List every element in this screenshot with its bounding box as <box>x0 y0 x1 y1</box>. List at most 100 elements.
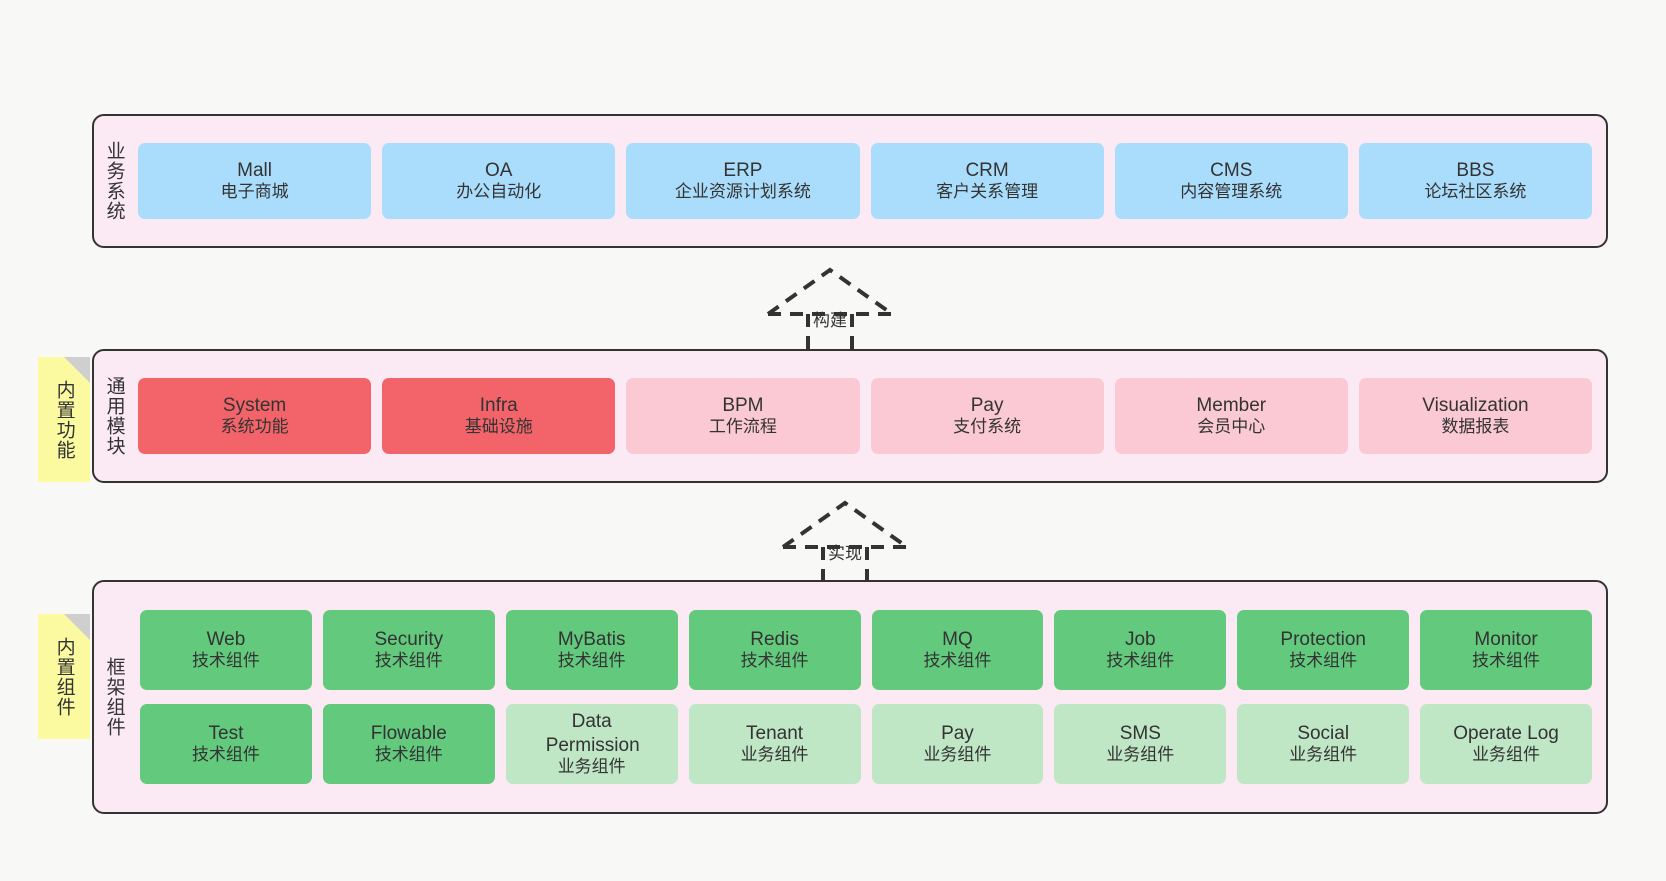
card-subtitle: 技术组件 <box>191 745 260 765</box>
card-subtitle: 论坛社区系统 <box>1424 182 1527 202</box>
card-job[interactable]: Job 技术组件 <box>1054 610 1227 690</box>
connector-implement: 实现 <box>775 497 915 589</box>
card-title: Flowable <box>370 723 447 745</box>
card-operate-log[interactable]: Operate Log 业务组件 <box>1420 704 1592 784</box>
card-web[interactable]: Web 技术组件 <box>140 610 312 690</box>
card-subtitle: 客户关系管理 <box>936 182 1039 202</box>
card-sms[interactable]: SMS 业务组件 <box>1054 704 1227 784</box>
card-visualization[interactable]: Visualization 数据报表 <box>1358 378 1593 454</box>
card-title: Member <box>1196 395 1267 417</box>
card-erp[interactable]: ERP 企业资源计划系统 <box>626 143 860 219</box>
card-subtitle: 业务组件 <box>923 745 992 765</box>
card-title: ERP <box>723 160 763 182</box>
card-subtitle: 业务组件 <box>557 756 626 776</box>
card-subtitle: 电子商城 <box>220 182 289 202</box>
layer-label-framework-components: 框架组件 <box>103 657 125 737</box>
card-subtitle: 支付系统 <box>953 417 1022 437</box>
card-tenant[interactable]: Tenant 业务组件 <box>688 704 861 784</box>
layer-business-systems: 业务系统 Mall 电子商城 OA 办公自动化 ERP 企业资源计划系统 CRM… <box>92 114 1608 248</box>
card-title: Pay <box>941 723 974 745</box>
card-title: MQ <box>942 629 973 651</box>
card-subtitle: 系统功能 <box>220 417 289 437</box>
card-title: Job <box>1124 629 1156 651</box>
card-title: SMS <box>1119 723 1161 745</box>
card-security[interactable]: Security 技术组件 <box>322 610 495 690</box>
card-title: BBS <box>1456 160 1495 182</box>
note-label: 内置功能 <box>53 379 75 460</box>
card-title: MyBatis <box>557 629 626 651</box>
card-subtitle: 数据报表 <box>1441 417 1510 437</box>
card-title: Operate Log <box>1453 723 1559 745</box>
connector-build-arrowhead <box>766 267 894 356</box>
connector-build-label: 构建 <box>813 311 847 330</box>
card-bbs[interactable]: BBS 论坛社区系统 <box>1358 143 1593 219</box>
card-pay-module[interactable]: Pay 支付系统 <box>870 378 1104 454</box>
card-title: CRM <box>965 160 1009 182</box>
card-subtitle: 技术组件 <box>923 651 992 671</box>
card-title: System <box>222 395 287 417</box>
card-system[interactable]: System 系统功能 <box>138 378 372 454</box>
card-title: Protection <box>1280 629 1366 651</box>
card-mall[interactable]: Mall 电子商城 <box>138 143 372 219</box>
card-data-permission[interactable]: Data Permission 业务组件 <box>505 704 678 784</box>
card-title: Mall <box>237 160 272 182</box>
layer-body-framework-components: Web 技术组件 Security 技术组件 MyBatis 技术组件 Redi… <box>134 582 1606 812</box>
card-title: BPM <box>722 395 764 417</box>
card-title: Security <box>374 629 444 651</box>
note-label: 内置组件 <box>53 636 75 717</box>
card-title: Web <box>206 629 246 651</box>
card-cms[interactable]: CMS 内容管理系统 <box>1114 143 1348 219</box>
card-subtitle: 业务组件 <box>1472 745 1541 765</box>
layer-label-business-systems: 业务系统 <box>103 141 125 221</box>
card-subtitle: 技术组件 <box>740 651 809 671</box>
card-subtitle: 技术组件 <box>374 745 443 765</box>
card-subtitle: 企业资源计划系统 <box>674 182 811 202</box>
card-subtitle: 基础设施 <box>464 417 533 437</box>
layer-body-common-modules: System 系统功能 Infra 基础设施 BPM 工作流程 Pay 支付系统… <box>134 351 1606 481</box>
card-redis[interactable]: Redis 技术组件 <box>688 610 861 690</box>
framework-row-business: Test 技术组件 Flowable 技术组件 Data Permission … <box>140 704 1592 784</box>
card-social[interactable]: Social 业务组件 <box>1237 704 1410 784</box>
connector-implement-label: 实现 <box>828 544 862 563</box>
note-builtin-components: 内置组件 <box>38 614 90 739</box>
card-subtitle: 技术组件 <box>191 651 260 671</box>
card-subtitle: 办公自动化 <box>456 182 542 202</box>
card-flowable[interactable]: Flowable 技术组件 <box>322 704 495 784</box>
card-subtitle: 会员中心 <box>1197 417 1266 437</box>
card-subtitle: 技术组件 <box>374 651 443 671</box>
card-title: Tenant <box>746 723 804 745</box>
card-subtitle: 业务组件 <box>1106 745 1175 765</box>
card-pay-component[interactable]: Pay 业务组件 <box>871 704 1044 784</box>
note-fold-corner-icon <box>64 357 90 383</box>
card-subtitle: 技术组件 <box>557 651 626 671</box>
layer-common-modules: 通用模块 System 系统功能 Infra 基础设施 BPM 工作流程 Pay… <box>92 349 1608 483</box>
card-mybatis[interactable]: MyBatis 技术组件 <box>505 610 678 690</box>
card-protection[interactable]: Protection 技术组件 <box>1237 610 1410 690</box>
card-mq[interactable]: MQ 技术组件 <box>871 610 1044 690</box>
card-member[interactable]: Member 会员中心 <box>1114 378 1348 454</box>
card-subtitle: 业务组件 <box>740 745 809 765</box>
card-title: Redis <box>750 629 799 651</box>
layer-label-common-modules: 通用模块 <box>103 376 125 456</box>
card-title: Pay <box>970 395 1004 417</box>
card-bpm[interactable]: BPM 工作流程 <box>626 378 860 454</box>
note-fold-corner-icon <box>64 614 90 640</box>
card-subtitle: 业务组件 <box>1289 745 1358 765</box>
card-oa[interactable]: OA 办公自动化 <box>382 143 616 219</box>
card-title: Infra <box>479 395 518 417</box>
card-subtitle: 技术组件 <box>1289 651 1358 671</box>
card-subtitle: 技术组件 <box>1106 651 1175 671</box>
card-infra[interactable]: Infra 基础设施 <box>382 378 616 454</box>
card-test[interactable]: Test 技术组件 <box>140 704 312 784</box>
card-title: Data Permission <box>545 711 640 756</box>
card-crm[interactable]: CRM 客户关系管理 <box>870 143 1104 219</box>
card-subtitle: 技术组件 <box>1472 651 1541 671</box>
card-title: Social <box>1297 723 1350 745</box>
note-builtin-functions: 内置功能 <box>38 357 90 482</box>
card-title: Monitor <box>1474 629 1538 651</box>
card-title: Visualization <box>1422 395 1529 417</box>
card-title: CMS <box>1210 160 1253 182</box>
card-subtitle: 工作流程 <box>708 417 777 437</box>
card-monitor[interactable]: Monitor 技术组件 <box>1420 610 1592 690</box>
